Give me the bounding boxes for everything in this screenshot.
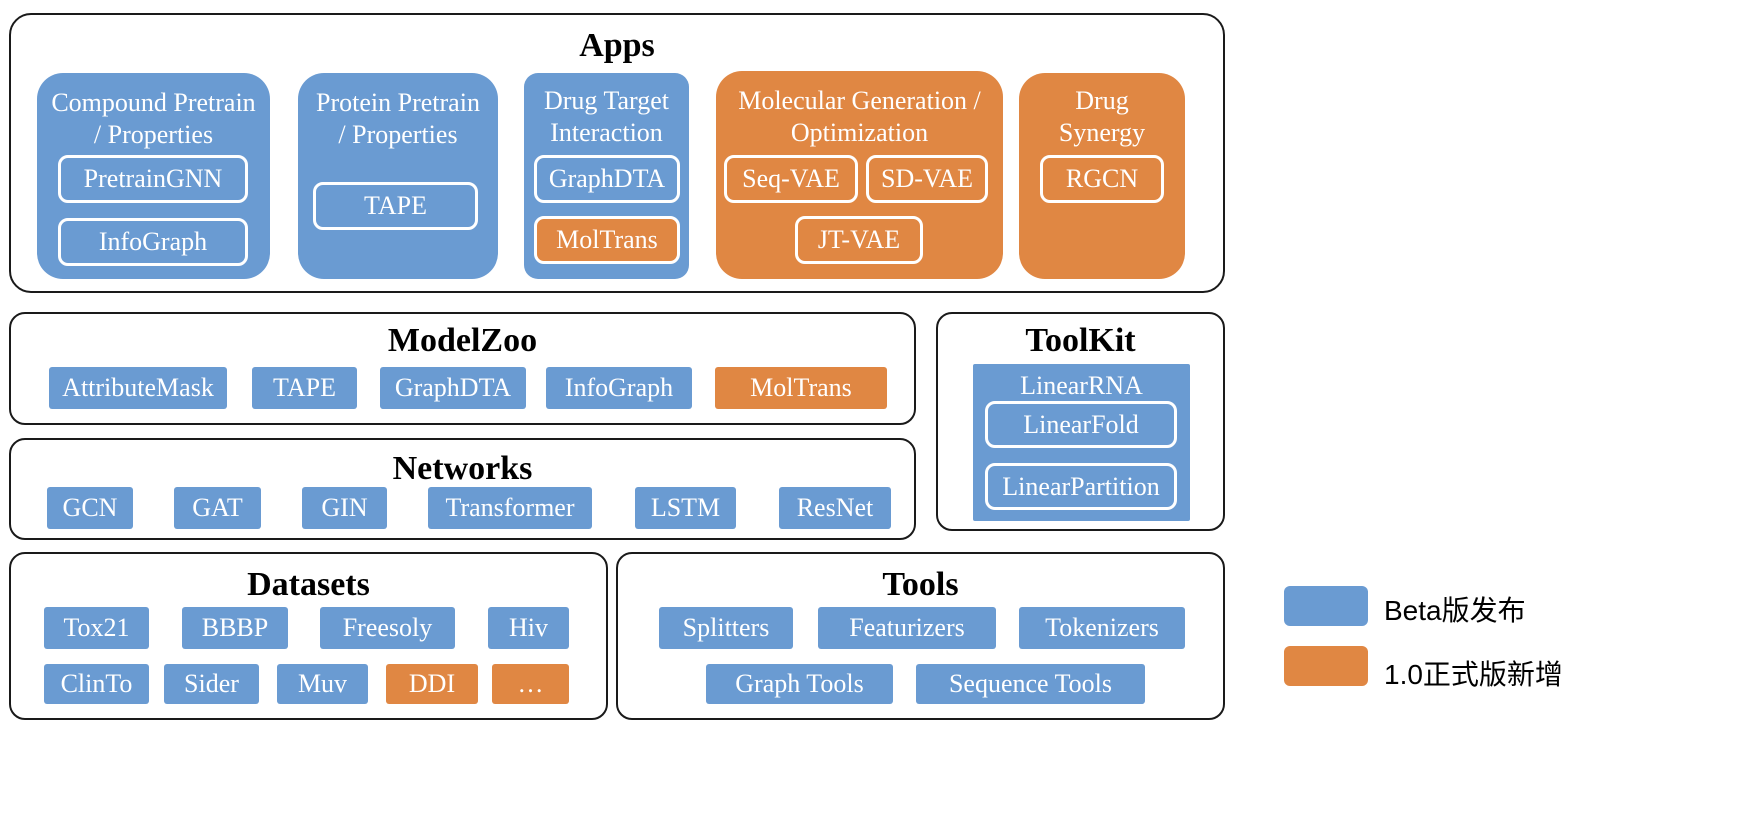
tools-item-sequence-tools[interactable]: Sequence Tools — [916, 664, 1145, 704]
network-item-gat[interactable]: GAT — [174, 487, 261, 529]
toolkit-title: ToolKit — [1025, 322, 1136, 359]
dataset-item-bbbp[interactable]: BBBP — [182, 607, 288, 649]
dataset-item-clinto[interactable]: ClinTo — [44, 664, 149, 704]
legend-beta-swatch — [1284, 586, 1368, 626]
tools-title: Tools — [882, 566, 959, 603]
app-item-pretraingnn[interactable]: PretrainGNN — [58, 155, 248, 203]
dataset-item-hiv[interactable]: Hiv — [488, 607, 569, 649]
tools-item-featurizers[interactable]: Featurizers — [818, 607, 996, 649]
app-synergy-title: Drug Synergy — [1058, 86, 1146, 147]
modelzoo-item-moltrans[interactable]: MolTrans — [715, 367, 887, 409]
app-protein-pretrain: Protein Pretrain / Properties — [298, 73, 498, 279]
app-item-moltrans[interactable]: MolTrans — [534, 216, 680, 264]
app-compound-pretrain: Compound Pretrain / Properties — [37, 73, 270, 279]
app-item-tape[interactable]: TAPE — [313, 182, 478, 230]
network-item-gin[interactable]: GIN — [302, 487, 387, 529]
datasets-title: Datasets — [247, 566, 370, 603]
app-drug-synergy: Drug Synergy — [1019, 73, 1185, 279]
legend-beta-label: Beta版发布 — [1384, 595, 1526, 626]
network-item-gcn[interactable]: GCN — [47, 487, 133, 529]
app-compound-title: Compound Pretrain / Properties — [51, 88, 256, 149]
modelzoo-item-graphdta[interactable]: GraphDTA — [380, 367, 526, 409]
dataset-item-sider[interactable]: Sider — [164, 664, 259, 704]
apps-title: Apps — [579, 27, 655, 64]
modelzoo-item-attributemask[interactable]: AttributeMask — [49, 367, 227, 409]
legend-release-swatch — [1284, 646, 1368, 686]
networks-title: Networks — [392, 450, 533, 487]
toolkit-item-linearpartition[interactable]: LinearPartition — [985, 463, 1177, 510]
app-item-sd-vae[interactable]: SD-VAE — [866, 155, 988, 203]
dataset-item-ddi[interactable]: DDI — [386, 664, 478, 704]
toolkit-linearrna: LinearRNA — [973, 364, 1190, 521]
modelzoo-title: ModelZoo — [387, 322, 538, 359]
modelzoo-item-tape[interactable]: TAPE — [252, 367, 357, 409]
app-item-infograph[interactable]: InfoGraph — [58, 218, 248, 266]
network-item-resnet[interactable]: ResNet — [779, 487, 891, 529]
legend-release-label: 1.0正式版新增 — [1384, 659, 1563, 690]
toolkit-item-linearfold[interactable]: LinearFold — [985, 401, 1177, 448]
app-molgen-title: Molecular Generation / Optimization — [738, 86, 981, 147]
tools-item-graph-tools[interactable]: Graph Tools — [706, 664, 893, 704]
tools-item-tokenizers[interactable]: Tokenizers — [1019, 607, 1185, 649]
dataset-item-more[interactable]: … — [492, 664, 569, 704]
network-item-lstm[interactable]: LSTM — [635, 487, 736, 529]
tools-item-splitters[interactable]: Splitters — [659, 607, 793, 649]
app-protein-title: Protein Pretrain / Properties — [316, 88, 480, 149]
dataset-item-muv[interactable]: Muv — [277, 664, 368, 704]
app-item-graphdta[interactable]: GraphDTA — [534, 155, 680, 203]
app-item-rgcn[interactable]: RGCN — [1040, 155, 1164, 203]
dataset-item-freesoly[interactable]: Freesoly — [320, 607, 455, 649]
dataset-item-tox21[interactable]: Tox21 — [44, 607, 149, 649]
modelzoo-item-infograph[interactable]: InfoGraph — [546, 367, 692, 409]
app-dti-title: Drug Target Interaction — [543, 86, 670, 147]
app-item-seq-vae[interactable]: Seq-VAE — [724, 155, 858, 203]
app-item-jt-vae[interactable]: JT-VAE — [795, 216, 923, 264]
network-item-transformer[interactable]: Transformer — [428, 487, 592, 529]
app-molecular-generation: Molecular Generation / Optimization — [716, 71, 1003, 279]
toolkit-linearrna-title: LinearRNA — [1020, 371, 1143, 400]
